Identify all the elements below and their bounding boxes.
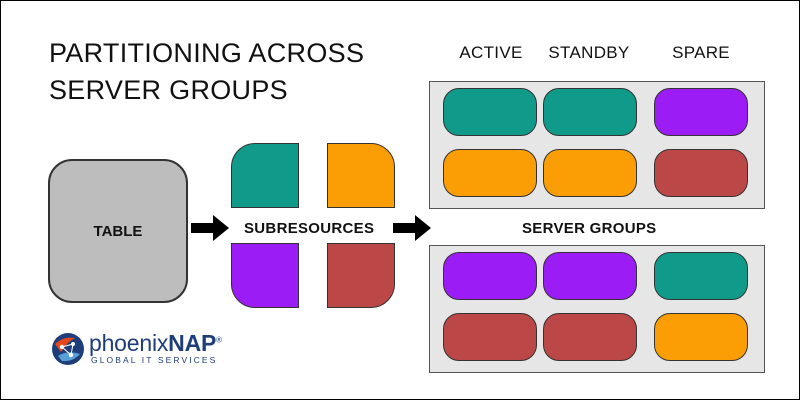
server-node [543,149,637,197]
server-node [543,88,637,136]
logo-brand-light: phoenix [89,330,169,356]
server-node [654,88,748,136]
server-groups-label: SERVER GROUPS [522,220,657,237]
server-node [654,313,748,361]
logo-tagline: GLOBAL IT SERVICES [91,355,218,365]
logo-brand-bold: NAP [168,330,217,356]
subresource-top-right [327,143,395,208]
server-node [543,252,637,300]
logo-registered: ® [216,335,222,345]
server-node [543,313,637,361]
server-group-1 [429,81,765,209]
subresource-top-left [231,143,299,208]
column-label-spare: SPARE [672,43,730,62]
column-label-active: ACTIVE [459,43,523,62]
table-label: TABLE [93,222,143,240]
server-node [654,252,748,300]
title-line-1: PARTITIONING ACROSS [49,38,365,68]
subresources-label: SUBRESOURCES [244,220,375,237]
subresource-bottom-left [231,243,299,308]
server-group-2 [429,245,765,373]
title-line-2: SERVER GROUPS [49,75,288,105]
column-label-standby: STANDBY [548,43,630,62]
server-node [443,252,537,300]
globe-network-icon [52,333,84,365]
arrow-right-icon [191,215,229,241]
server-node [443,313,537,361]
subresource-bottom-right [327,243,395,308]
arrow-right-icon [393,215,431,241]
diagram-title: PARTITIONING ACROSS SERVER GROUPS [49,35,364,109]
server-node [654,149,748,197]
logo-wordmark: phoenixNAP® [89,330,222,357]
server-node [443,149,537,197]
server-node [443,88,537,136]
table-box: TABLE [48,159,188,303]
